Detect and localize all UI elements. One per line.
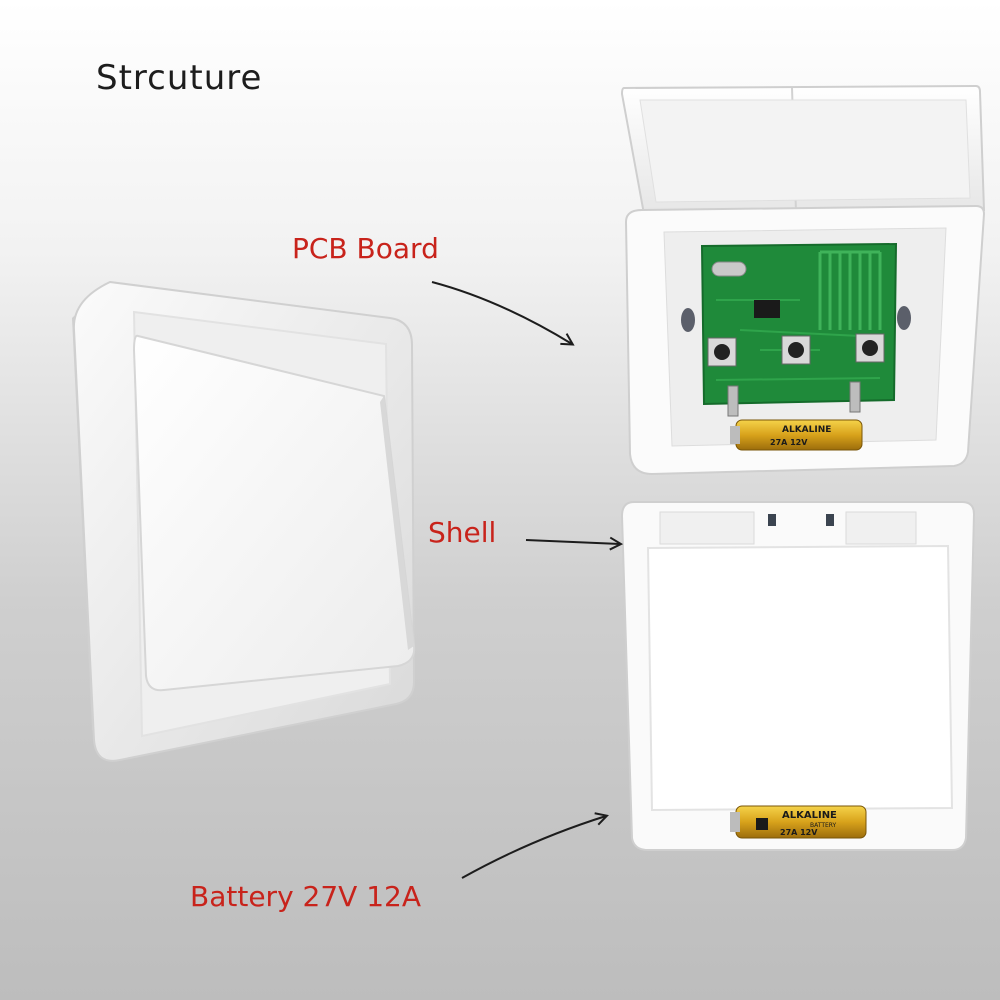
shell-cover-plate bbox=[646, 544, 954, 812]
shell-notch-1 bbox=[768, 514, 776, 526]
battery-bottom-brand: ALKALINE bbox=[782, 810, 837, 821]
shell-notch-2 bbox=[826, 514, 834, 526]
battery-bottom-model: 27A 12V bbox=[780, 828, 818, 837]
arrow-pcb bbox=[431, 281, 572, 344]
pcb-button-left-knob bbox=[714, 344, 730, 360]
arrow-shell bbox=[525, 540, 620, 544]
pcb-battery-clip-left bbox=[727, 385, 739, 417]
pcb-button-middle-knob bbox=[788, 342, 804, 358]
page-title: Strcuture bbox=[96, 58, 263, 98]
shell-housing: ALKALINE BATTERY 27A 12V bbox=[620, 501, 976, 851]
battery-bottom: ALKALINE BATTERY 27A 12V bbox=[730, 805, 867, 839]
pcb-board bbox=[700, 242, 898, 417]
arrow-battery bbox=[461, 816, 606, 879]
pcb-battery-clip-right bbox=[849, 381, 861, 413]
screw-slot-left bbox=[681, 308, 695, 332]
screw-slot-right bbox=[897, 306, 911, 330]
battery-top-model: 27A 12V bbox=[770, 438, 808, 447]
shell-clip-right bbox=[845, 511, 917, 545]
pcb-antenna-trace bbox=[818, 250, 882, 330]
assembled-switch bbox=[72, 280, 416, 762]
pcb-substrate bbox=[700, 242, 898, 406]
switch-rocker-shadow bbox=[380, 396, 414, 650]
battery-bottom-kind: BATTERY bbox=[810, 822, 837, 829]
pcb-board-label: PCB Board bbox=[292, 232, 439, 265]
pcb-button-right-knob bbox=[862, 340, 878, 356]
shell-label: Shell bbox=[428, 516, 497, 549]
battery-label: Battery 27V 12A bbox=[190, 880, 421, 913]
lid-inner-panel bbox=[639, 99, 971, 203]
pcb-crystal bbox=[711, 261, 747, 277]
open-housing: ALKALINE 27A 12V bbox=[620, 84, 986, 476]
battery-top-brand: ALKALINE bbox=[782, 425, 831, 435]
pcb-chip bbox=[754, 300, 780, 318]
battery-top: ALKALINE 27A 12V bbox=[730, 419, 863, 451]
switch-rocker-plate bbox=[132, 334, 416, 692]
pcb-button-left bbox=[707, 337, 737, 367]
shell-clip-left bbox=[659, 511, 755, 545]
